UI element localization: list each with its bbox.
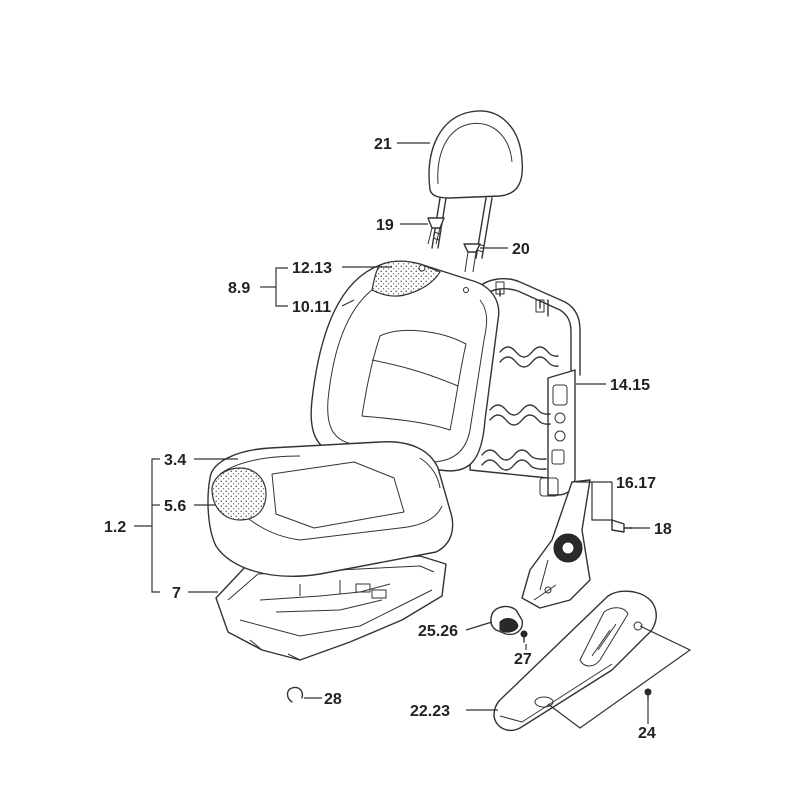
adjust-knob [490,605,523,636]
callout-guide-left: 19 [376,217,394,234]
callout-guide-right: 20 [512,241,530,258]
leader-lines [134,142,692,729]
callout-cushion-pad: 5.6 [164,498,186,515]
screw-24 [644,688,652,701]
clip [286,686,304,703]
callout-cushion-frame: 7 [172,585,181,602]
callout-back-cover: 12.13 [292,260,332,277]
callout-recliner: 16.17 [616,475,656,492]
recliner-mechanism [521,479,591,609]
callout-screw-knob: 27 [514,651,532,668]
headrest-guide-right [463,243,481,273]
headrest [428,110,524,259]
callout-screw-cover: 24 [638,725,656,742]
callout-back-assembly: 8.9 [228,280,250,297]
callout-cushion-assembly: 1.2 [104,519,126,536]
callout-side-cover: 22.23 [410,703,450,720]
callout-knob: 25.26 [418,623,458,640]
callout-back-frame: 14.15 [610,377,650,394]
side-cover [493,590,657,732]
headrest-guide-left [427,217,445,245]
seat-cushion [207,441,454,577]
screw-27 [520,630,528,643]
seat-back-frame [469,278,581,497]
callout-clip: 28 [324,691,342,708]
callout-headrest: 21 [374,136,392,153]
callout-cushion-cover: 3.4 [164,452,186,469]
callout-bolt: 18 [654,521,672,538]
callout-back-pad: 10.11 [292,299,331,316]
seat-cushion-frame [215,555,447,661]
bolt [611,519,633,533]
seat-back [310,260,500,472]
